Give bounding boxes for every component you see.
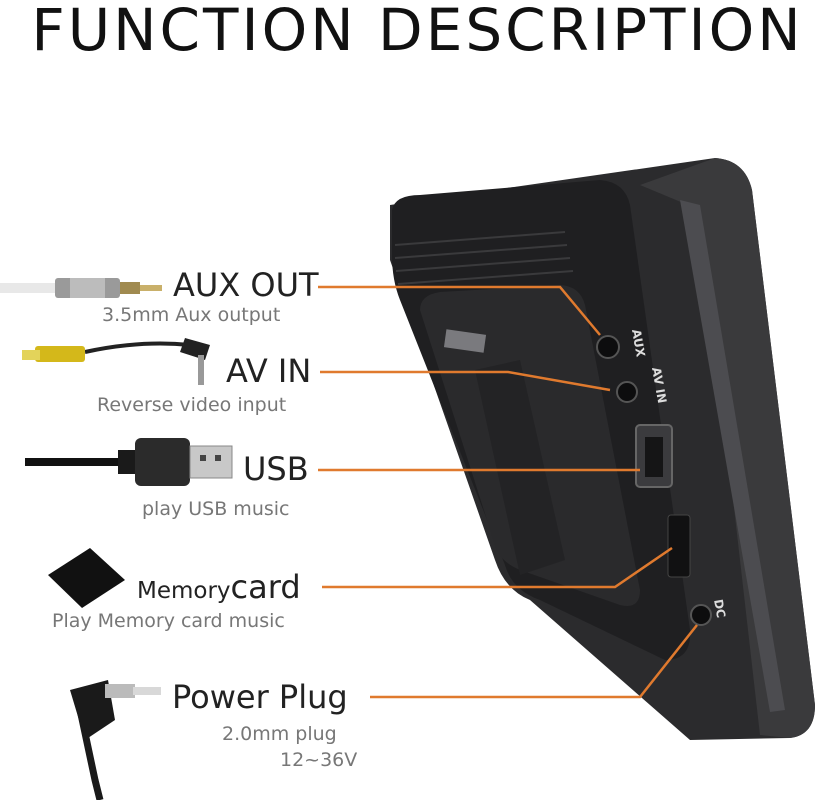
aux-connector-line bbox=[318, 285, 601, 336]
av-in-subtitle: Reverse video input bbox=[97, 394, 287, 416]
usb-label: USB bbox=[243, 450, 309, 488]
rca-cable-icon bbox=[22, 338, 210, 385]
memory-card-label: Memorycard bbox=[137, 568, 301, 606]
memory-card-icon bbox=[48, 548, 125, 608]
memory-card-subtitle: Play Memory card music bbox=[52, 610, 285, 632]
aux-cable-icon bbox=[0, 278, 162, 298]
power-plug-icon bbox=[70, 680, 161, 800]
usb-subtitle: play USB music bbox=[142, 498, 290, 520]
aux-out-label: AUX OUT bbox=[173, 266, 319, 304]
port-label-av-in: AV IN bbox=[649, 366, 669, 404]
port-label-dc: DC bbox=[711, 598, 728, 619]
power-plug-subtitle-voltage: 12~36V bbox=[280, 749, 358, 771]
page-title: FUNCTION DESCRIPTION bbox=[31, 0, 804, 64]
av-in-connector-line bbox=[320, 370, 611, 392]
av-in-label: AV IN bbox=[226, 352, 312, 390]
aux-out-subtitle: 3.5mm Aux output bbox=[102, 304, 281, 326]
memory-card-label-part2: card bbox=[230, 568, 301, 606]
power-connector-line bbox=[370, 624, 698, 699]
usb-cable-icon bbox=[25, 438, 233, 486]
memory-card-label-part1: Memory bbox=[137, 578, 231, 604]
power-plug-subtitle-spec: 2.0mm plug bbox=[222, 723, 337, 745]
memory-card-connector-line bbox=[322, 546, 673, 589]
power-plug-label: Power Plug bbox=[172, 678, 348, 716]
port-label-aux: AUX bbox=[629, 328, 648, 359]
